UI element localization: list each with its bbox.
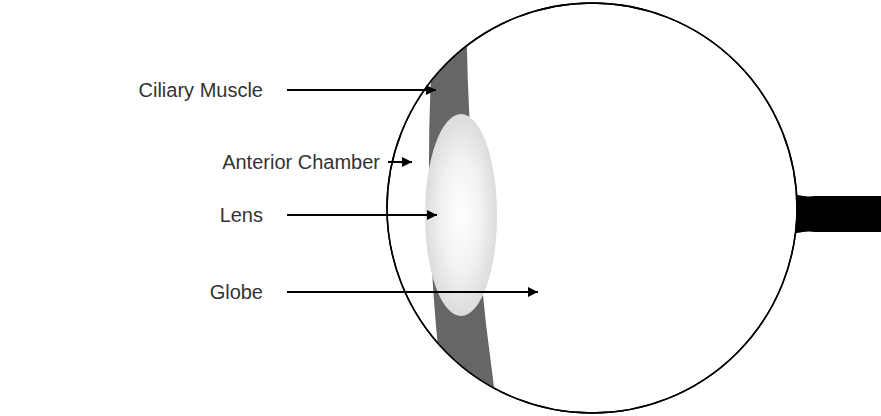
leader-arrow: [287, 291, 538, 293]
leader-arrow: [388, 161, 412, 163]
part-label: Lens: [220, 203, 263, 227]
leader-arrow: [287, 89, 436, 91]
part-label: Globe: [210, 280, 263, 304]
leader-arrow: [287, 214, 437, 216]
part-label: Ciliary Muscle: [139, 78, 263, 102]
globe-border: [387, 3, 797, 413]
part-label: Anterior Chamber: [222, 150, 380, 174]
optic-nerve: [785, 190, 881, 238]
